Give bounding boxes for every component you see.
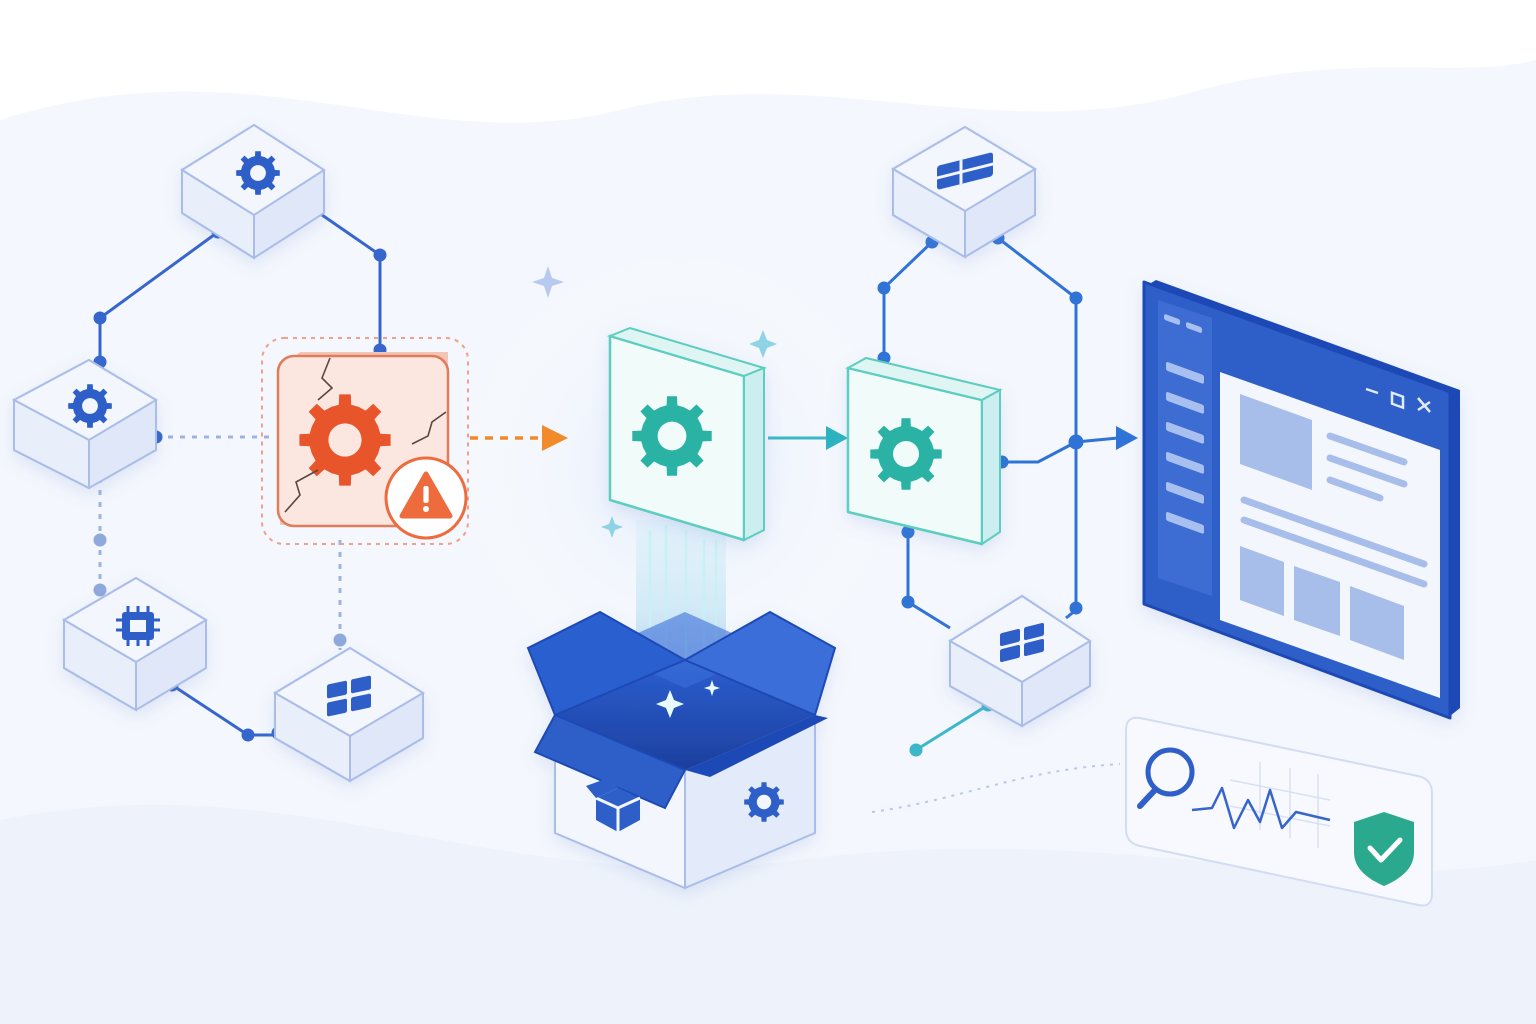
gear-icon <box>299 394 391 486</box>
package-icon <box>586 778 641 832</box>
shield-check-icon <box>1354 812 1414 886</box>
gear-icon <box>236 151 280 195</box>
app-text-lines <box>1240 432 1428 588</box>
search-icon <box>1137 747 1195 809</box>
sparkles <box>532 266 777 538</box>
app-image-block <box>1240 394 1312 490</box>
app-title-bar-dashes <box>1164 314 1202 333</box>
new-node-window <box>891 125 1037 259</box>
monitoring-panel <box>871 716 1433 907</box>
application-window <box>1142 280 1460 720</box>
upgraded-module <box>606 326 768 542</box>
broken-module <box>261 337 469 545</box>
transfer-arrow <box>470 425 568 451</box>
package-box <box>526 610 837 890</box>
legacy-node-chip <box>62 576 208 712</box>
pulse-icon <box>1191 786 1331 830</box>
gear-icon <box>870 418 942 490</box>
maximize-icon[interactable] <box>1390 390 1405 410</box>
gear-icon <box>68 384 112 428</box>
crack-lines <box>284 357 447 513</box>
close-icon[interactable] <box>1417 397 1431 413</box>
legacy-node-gear-left <box>11 358 158 490</box>
legacy-node-grid <box>273 646 425 783</box>
window-icon <box>937 152 993 190</box>
legacy-node-gear-top <box>180 123 326 260</box>
app-sidebar-items <box>1166 361 1204 534</box>
gear-icon <box>744 782 784 822</box>
chip-icon <box>116 606 160 646</box>
new-node-grid <box>948 594 1092 728</box>
app-card-blocks <box>1240 546 1404 660</box>
minimize-icon[interactable] <box>1365 387 1379 395</box>
window-controls <box>1365 387 1431 413</box>
gear-icon <box>632 396 712 476</box>
warning-icon <box>384 456 468 540</box>
grid-icon <box>1000 622 1044 663</box>
new-node-gear <box>845 356 1003 546</box>
grid-icon <box>327 675 371 717</box>
